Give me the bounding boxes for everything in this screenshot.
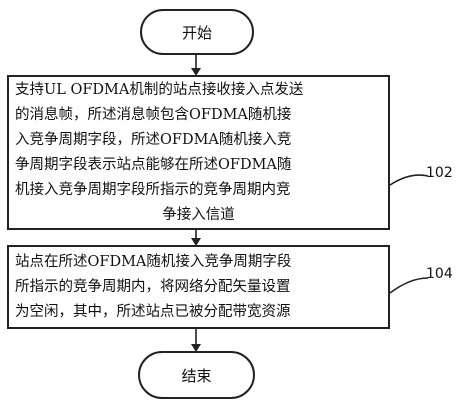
start-label: 开始 [181, 23, 212, 42]
start-terminal: 开始 [140, 9, 254, 55]
arrowhead-3 [191, 344, 201, 352]
step-104-line: 所指示的竞争周期内，将网络分配矢量设置 [15, 279, 291, 295]
arrowhead-1 [191, 68, 201, 76]
arrowhead-2 [191, 238, 201, 246]
step-104-line: 为空闲，其中，所述站点已被分配带宽资源 [15, 304, 291, 320]
step-102-line: 支持UL OFDMA机制的站点接收接入点发送 [15, 82, 304, 98]
ref-leader-102 [389, 174, 429, 186]
end-terminal: 结束 [138, 351, 255, 399]
step-102-line: 机接入竞争周期字段所指示的竞争周期内竞 [15, 182, 291, 198]
step-102-line: 入竞争周期字段，所述OFDMA随机接入竞 [15, 132, 292, 148]
step-102-line: 的消息帧，所述消息帧包含OFDMA随机接 [15, 107, 292, 123]
end-label: 结束 [181, 366, 212, 385]
step-104-line: 站点在所述OFDMA随机接入竞争周期字段 [15, 254, 292, 270]
process-box-102: 支持UL OFDMA机制的站点接收接入点发送 的消息帧，所述消息帧包含OFDMA… [7, 75, 390, 230]
step-102-line: 争周期字段表示站点能够在所述OFDMA随 [15, 157, 292, 173]
step-102-line: 争接入信道 [162, 207, 235, 223]
step-ref-label-104: 104 [426, 266, 453, 282]
ref-leader-104 [389, 277, 429, 294]
step-ref-label-102: 102 [426, 165, 453, 181]
process-box-104: 站点在所述OFDMA随机接入竞争周期字段 所指示的竞争周期内，将网络分配矢量设置… [7, 245, 390, 329]
